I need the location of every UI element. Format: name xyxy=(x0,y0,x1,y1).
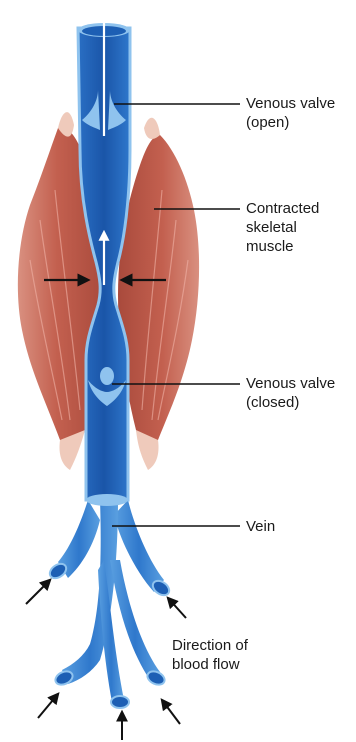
label-line: blood flow xyxy=(172,655,248,674)
label-contracted-skeletal-muscle: Contracted skeletal muscle xyxy=(246,199,319,256)
label-line: muscle xyxy=(246,237,319,256)
label-line: Vein xyxy=(246,517,275,536)
vein-branches xyxy=(47,500,172,708)
label-direction-of-blood-flow: Direction of blood flow xyxy=(172,636,248,674)
label-venous-valve-closed: Venous valve (closed) xyxy=(246,374,335,412)
label-line: Venous valve xyxy=(246,94,335,113)
label-line: skeletal xyxy=(246,218,319,237)
label-line: Direction of xyxy=(172,636,248,655)
label-line: Venous valve xyxy=(246,374,335,393)
label-line: Contracted xyxy=(246,199,319,218)
label-venous-valve-open: Venous valve (open) xyxy=(246,94,335,132)
label-vein: Vein xyxy=(246,517,275,536)
label-line: (open) xyxy=(246,113,335,132)
label-line: (closed) xyxy=(246,393,335,412)
